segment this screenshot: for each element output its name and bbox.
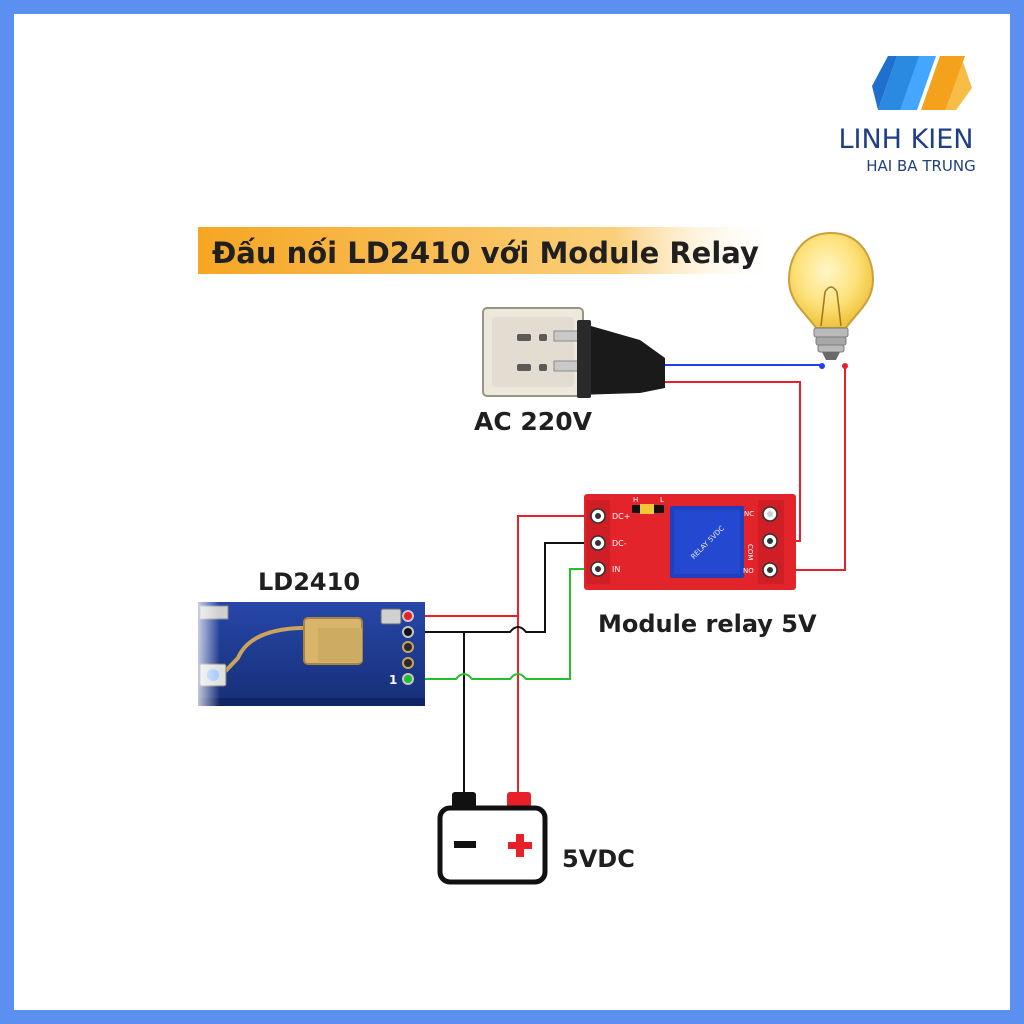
hexagon-logo-icon [872,56,972,110]
wire-signal-to-in [408,568,598,680]
battery-icon [437,792,548,885]
wire-vcc-to-dcplus [517,515,598,616]
brand-logo: LINH KIEN HAI BA TRUNG [838,56,976,175]
brand-name: LINH KIEN [838,124,973,155]
relay-pin-in: IN [612,565,620,574]
wires [408,364,846,792]
sensor-label: LD2410 [258,568,360,596]
relay-module: DC+ DC- IN H L RELAY 5VDC NC COM NO [584,494,796,590]
relay-pin-dcplus: DC+ [612,512,630,521]
light-bulb-icon [787,231,875,369]
ac-socket [482,307,584,397]
relay-pin-no: NO [743,567,754,575]
sensor-pin-1-label: 1 [389,673,397,687]
wire-no-to-bulb [772,366,846,571]
jumper-h-label: H [633,496,638,504]
battery-minus-icon [454,841,476,848]
wire-gnd-to-dcminus [464,542,598,633]
relay-caption: Module relay 5V [598,610,817,638]
relay-pin-dcminus: DC- [612,539,627,548]
ac-label: AC 220V [474,407,593,436]
relay-pin-com: COM [746,544,754,560]
brand-subtitle: HAI BA TRUNG [866,157,975,175]
ld2410-sensor-board: 1 [190,598,425,710]
relay-pin-nc: NC [744,510,754,518]
diagram-title: Đấu nối LD2410 với Module Relay [212,236,759,270]
title-banner: Đấu nối LD2410 với Module Relay [198,227,778,274]
battery-label: 5VDC [562,845,635,873]
jumper-l-label: L [660,496,664,504]
power-plug [553,320,665,398]
